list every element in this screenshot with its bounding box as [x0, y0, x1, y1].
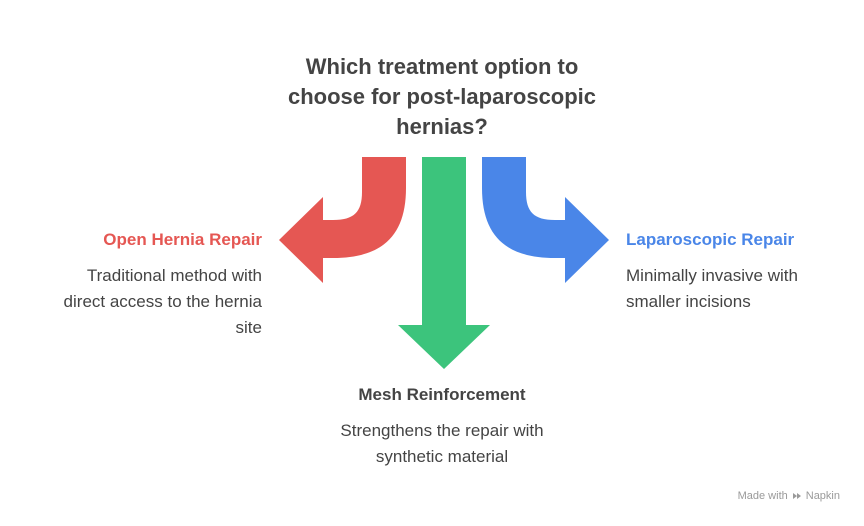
watermark-prefix: Made with	[737, 490, 788, 502]
open-hernia-repair-heading: Open Hernia Repair	[103, 230, 262, 249]
watermark-brand: Napkin	[805, 490, 840, 502]
napkin-logo-icon	[792, 493, 801, 499]
left-arrow	[279, 157, 406, 283]
laparoscopic-repair-heading: Laparoscopic Repair	[626, 230, 795, 249]
mesh-reinforcement-description: Strengthens the repair with synthetic ma…	[340, 421, 544, 466]
laparoscopic-repair-description: Minimally invasive with smaller incision…	[626, 266, 798, 311]
open-hernia-repair-description: Traditional method with direct access to…	[63, 266, 262, 337]
right-arrow	[482, 157, 609, 283]
napkin-watermark: Made with Napkin	[738, 490, 840, 502]
mesh-reinforcement-heading: Mesh Reinforcement	[358, 385, 526, 404]
diagram-title: Which treatment option to choose for pos…	[287, 54, 597, 139]
center-arrow	[398, 157, 490, 369]
